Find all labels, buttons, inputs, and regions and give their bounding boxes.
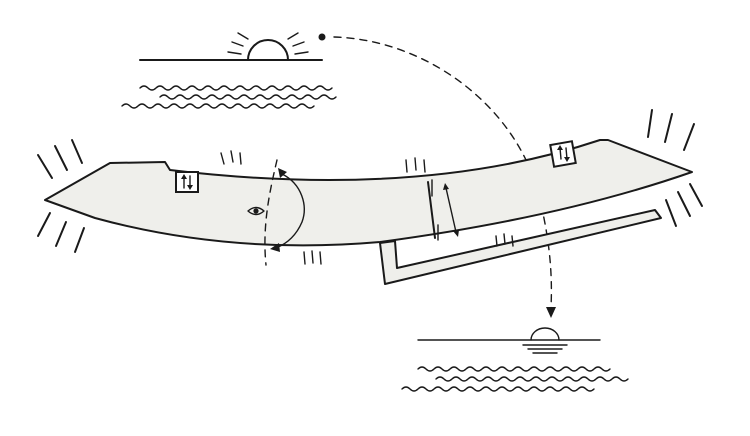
wave-line xyxy=(435,376,629,382)
horizon-sun-reflection-icon xyxy=(417,327,601,354)
vibration-lines-right xyxy=(647,109,703,227)
trajectory-arrowhead xyxy=(546,307,556,318)
vibration-lines-left xyxy=(37,139,85,253)
curved-body xyxy=(44,139,693,247)
sun-half xyxy=(247,39,289,61)
wave-line xyxy=(139,85,333,91)
rotation-arrow-icon xyxy=(270,168,305,252)
water-waves-icon-bottom xyxy=(401,366,629,392)
view-axis-dashed xyxy=(264,159,278,266)
sunset-icon xyxy=(139,32,323,61)
wave-line xyxy=(159,94,337,100)
wave-line xyxy=(121,103,315,109)
tick-marks-small xyxy=(220,150,514,265)
lower-channel xyxy=(379,209,662,285)
sun-position-dot xyxy=(318,33,326,41)
wave-line xyxy=(417,366,611,372)
body-seam xyxy=(427,181,436,239)
up-down-arrows-icon xyxy=(175,171,199,193)
water-waves-icon xyxy=(121,85,337,109)
eye-icon xyxy=(247,206,265,216)
span-double-arrow xyxy=(443,183,459,237)
sun-trajectory-dashed-arc xyxy=(333,36,553,309)
wave-line xyxy=(401,386,595,392)
up-down-arrows-icon-right xyxy=(549,140,577,168)
sun-rays xyxy=(227,32,309,55)
